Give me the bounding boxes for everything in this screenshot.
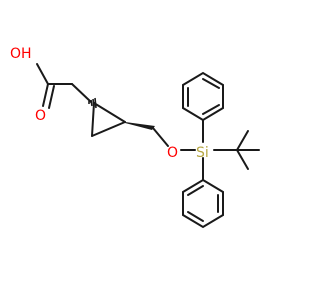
bond-ring-c3-c2 (91, 121, 126, 137)
molecule-svg: O Si O OH (10, 46, 260, 229)
bond-ch2-ring-c1 (71, 83, 92, 103)
bond-ch2-ether-o (152, 127, 169, 147)
bottom-phenyl-ring (182, 178, 224, 229)
bond-carbonyl-c-o-b (48, 85, 55, 109)
bond-tbutyl-methyl-1 (236, 130, 249, 151)
atom-acid-hydroxyl: OH (10, 46, 32, 62)
bond-carbonyl-c-o-a (42, 83, 49, 107)
atom-ether-oxygen: O (167, 145, 178, 161)
atom-carbonyl-oxygen: O (35, 108, 46, 124)
bond-tbutyl-methyl-3 (236, 149, 249, 170)
molecule-structure-diagram: O Si O OH (10, 46, 260, 229)
top-phenyl-ring (182, 71, 224, 122)
bond-oh-carbonyl-c (36, 63, 49, 85)
bond-ring-c1-c3 (91, 102, 95, 137)
bold-wedge-bond-c2 (125, 122, 155, 130)
atom-silicon: Si (196, 145, 209, 161)
bond-ring-c1-c2 (93, 102, 126, 123)
